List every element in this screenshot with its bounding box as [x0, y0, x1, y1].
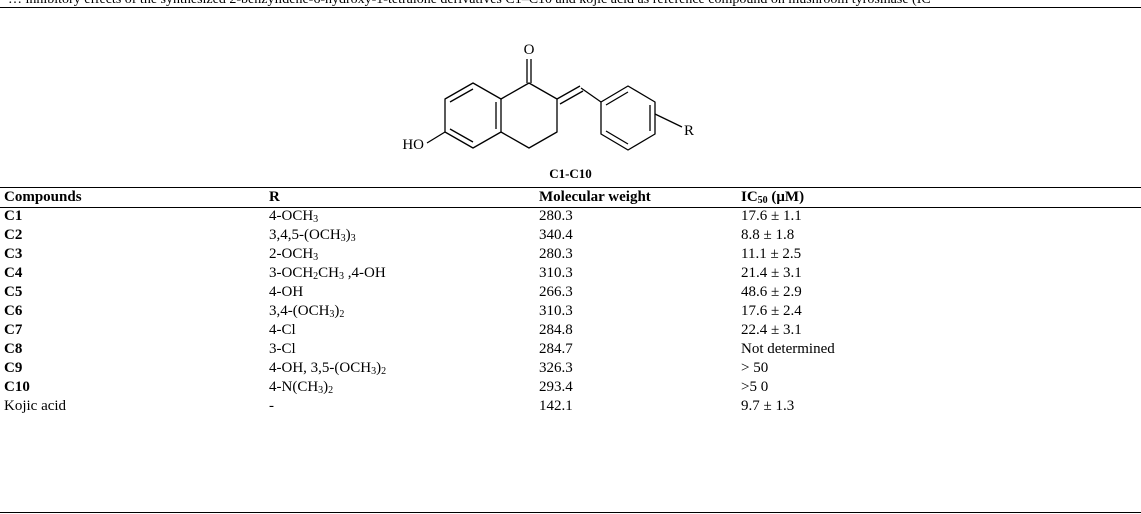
cell-molecular-weight: 142.1: [539, 398, 573, 414]
cell-ic50: 21.4 ± 3.1: [741, 265, 802, 281]
cell-molecular-weight: 310.3: [539, 303, 573, 319]
header-molecular-weight: Molecular weight: [539, 189, 651, 205]
table-row: C3 2-OCH3 280.3 11.1 ± 2.5: [0, 245, 1141, 264]
top-rule: [0, 7, 1141, 8]
header-r: R: [269, 189, 280, 205]
table-top-rule: [0, 187, 1141, 188]
table-row: C1 4-OCH3 280.3 17.6 ± 1.1: [0, 207, 1141, 226]
cell-ic50: > 50: [741, 360, 769, 376]
cell-substituent: -: [269, 398, 274, 414]
table-row: C8 3-Cl 284.7 Not determined: [0, 340, 1141, 359]
cell-molecular-weight: 280.3: [539, 208, 573, 224]
cell-compound: C7: [4, 322, 23, 338]
ring-b: [500, 82, 558, 149]
cell-substituent: 3-Cl: [269, 341, 296, 357]
table-row: C4 3-OCH2CH3 ,4-OH 310.3 21.4 ± 3.1: [0, 264, 1141, 283]
cell-compound: C6: [4, 303, 23, 319]
cell-molecular-weight: 326.3: [539, 360, 573, 376]
cell-compound: C5: [4, 284, 23, 300]
table-header-rule: [0, 207, 1141, 208]
cell-ic50: Not determined: [741, 341, 835, 357]
cell-molecular-weight: 340.4: [539, 227, 573, 243]
ring-a: [444, 82, 502, 149]
ring-c: [600, 85, 656, 151]
cell-substituent: 2-OCH3: [269, 246, 319, 263]
cell-molecular-weight: 284.7: [539, 341, 573, 357]
cell-compound: C4: [4, 265, 23, 281]
table-row: C10 4-N(CH3)2 293.4 >5 0: [0, 378, 1141, 397]
cell-molecular-weight: 310.3: [539, 265, 573, 281]
cell-substituent: 4-Cl: [269, 322, 296, 338]
header-compounds: Compounds: [4, 189, 82, 205]
table-header-row: Compounds R Molecular weight IC50 (μM): [0, 188, 1141, 207]
table-bottom-rule: [0, 512, 1141, 513]
cell-ic50: 48.6 ± 2.9: [741, 284, 802, 300]
cell-compound: C8: [4, 341, 23, 357]
carbonyl-oxygen-label: O: [524, 42, 535, 58]
table-row: C9 4-OH, 3,5-(OCH3)2 326.3 > 50: [0, 359, 1141, 378]
table-row: C6 3,4-(OCH3)2 310.3 17.6 ± 2.4: [0, 302, 1141, 321]
cell-substituent: 4-OH: [269, 284, 304, 300]
cell-compound: C2: [4, 227, 23, 243]
cell-compound: C3: [4, 246, 23, 262]
cell-ic50: 9.7 ± 1.3: [741, 398, 795, 414]
cell-substituent: 4-N(CH3)2: [269, 379, 334, 396]
cell-ic50: 17.6 ± 1.1: [741, 208, 802, 224]
hydroxyl-label: HO: [402, 137, 424, 153]
table-row: Kojic acid - 142.1 9.7 ± 1.3: [0, 397, 1141, 416]
cell-compound: C10: [4, 379, 30, 395]
cell-substituent: 3-OCH2CH3 ,4-OH: [269, 265, 386, 282]
header-ic50: IC50 (μM): [741, 189, 805, 206]
results-table: Compounds R Molecular weight IC50 (μM) C…: [0, 188, 1141, 416]
cell-substituent: 4-OH, 3,5-(OCH3)2: [269, 360, 387, 377]
cell-substituent: 3,4,5-(OCH3)3: [269, 227, 356, 244]
cell-substituent: 4-OCH3: [269, 208, 319, 225]
substituent-r-label: R: [684, 123, 694, 139]
cell-molecular-weight: 280.3: [539, 246, 573, 262]
cell-molecular-weight: 266.3: [539, 284, 573, 300]
cell-molecular-weight: 284.8: [539, 322, 573, 338]
structure-drawing: O HO R: [402, 42, 694, 153]
table-caption: … inhibitory effects of the synthesized …: [0, 0, 1141, 8]
cell-ic50: >5 0: [741, 379, 769, 395]
cell-ic50: 11.1 ± 2.5: [741, 246, 802, 262]
cell-compound: C9: [4, 360, 23, 376]
cell-substituent: 3,4-(OCH3)2: [269, 303, 345, 320]
cell-ic50: 17.6 ± 2.4: [741, 303, 802, 319]
compound-range-label: C1-C10: [549, 166, 592, 181]
cell-compound: Kojic acid: [4, 398, 67, 414]
cell-ic50: 8.8 ± 1.8: [741, 227, 795, 243]
cell-molecular-weight: 293.4: [539, 379, 573, 395]
cell-ic50: 22.4 ± 3.1: [741, 322, 802, 338]
chemical-structure: O HO R: [380, 10, 760, 160]
table-row: C5 4-OH 266.3 48.6 ± 2.9: [0, 283, 1141, 302]
cell-compound: C1: [4, 208, 23, 224]
table-row: C7 4-Cl 284.8 22.4 ± 3.1: [0, 321, 1141, 340]
table-row: C2 3,4,5-(OCH3)3 340.4 8.8 ± 1.8: [0, 226, 1141, 245]
